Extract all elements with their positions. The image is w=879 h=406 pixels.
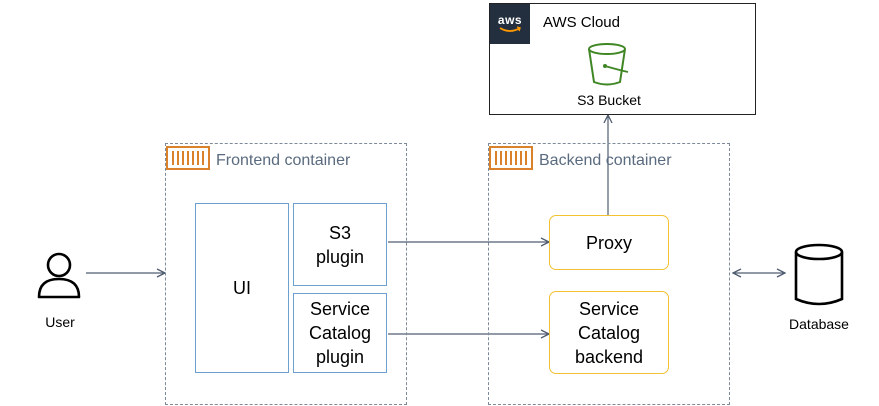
backend-container: Backend container [488,143,730,405]
frontend-container-label: Frontend container [216,152,351,169]
aws-logo: aws [490,4,530,44]
database-label: Database [789,316,849,332]
database-icon [794,243,844,306]
s3-plugin-component: S3 plugin [293,203,387,286]
backend-container-label: Backend container [539,152,672,169]
container-icon [166,146,210,170]
s3-bucket-label: S3 Bucket [577,92,641,108]
aws-logo-text: aws [497,13,523,27]
container-icon [489,146,533,170]
frontend-container: Frontend container [165,143,407,405]
service-catalog-backend-component: Service Catalog backend [549,291,669,374]
aws-cloud-title: AWS Cloud [543,14,620,31]
aws-cloud-group: aws AWS Cloud S3 Bucket [489,3,756,115]
user-label: User [45,314,75,330]
proxy-component: Proxy [549,215,669,270]
s3-bucket-icon [588,43,629,86]
ui-component: UI [195,203,289,373]
user-icon [37,252,81,299]
service-catalog-plugin-component: Service Catalog plugin [293,293,387,373]
aws-smile-icon [499,26,521,32]
